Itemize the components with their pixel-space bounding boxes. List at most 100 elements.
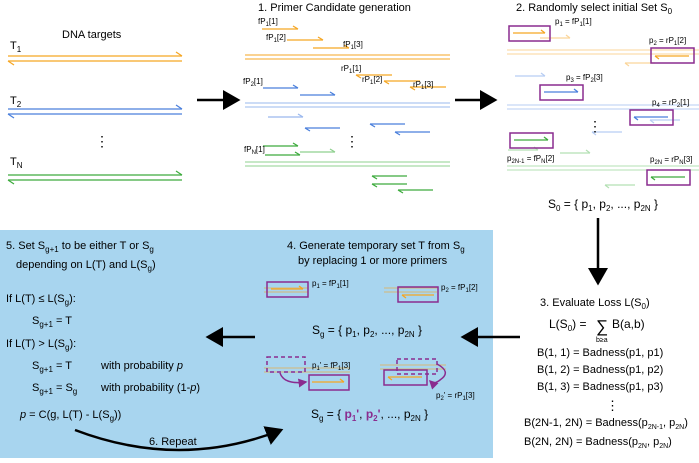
step4-new-p1-primer <box>312 378 345 383</box>
temp-set-replaced-formula: Sg = { p1', p2', ..., p2N } <box>311 407 428 423</box>
result-gt-accept-prob: with probability p <box>100 360 183 372</box>
step4-p1-box <box>266 281 309 298</box>
label-p2n-1: p2N-1 = fPN[2] <box>507 154 554 165</box>
primer-rpn-2 <box>371 183 407 188</box>
selected-p4-box <box>629 109 674 126</box>
primer-fp1-3 <box>313 44 350 49</box>
target-t2-top-arrowhead <box>175 104 183 110</box>
step2-faded-green-primer <box>560 149 591 154</box>
primer-fpn-1 <box>263 142 299 147</box>
iteration-panel <box>0 230 493 458</box>
target-tn-top-arrowhead <box>175 170 183 176</box>
label-fp1-2: fP1[2] <box>266 33 286 44</box>
primer-rp1-3 <box>409 86 446 91</box>
loss-formula: L(S0) = <box>549 317 586 333</box>
initial-set-ellipsis: ⋮ <box>588 118 602 134</box>
initial-set-section: 2. Randomly select initial Set S0 p1 = f… <box>507 2 699 213</box>
selected-p2-box <box>650 47 695 64</box>
step2-faded-orange-primer <box>624 62 655 67</box>
step4-title-line2: by replacing 1 or more primers <box>298 255 448 267</box>
badness-row-2n1: B(2N-1, 2N) = Badness(p2N-1, p2N) <box>524 417 688 431</box>
step2-faded-blue-primer <box>649 119 680 124</box>
primer-fp1-1 <box>262 25 299 30</box>
primer-rp2-2 <box>394 131 430 136</box>
selected-p2n-box <box>646 169 691 186</box>
badness-row-1: B(1, 1) = Badness(p1, p1) <box>537 347 663 359</box>
step4-label-p2-prime: p2' = rP1[3] <box>436 391 475 402</box>
evaluate-loss-section: 3. Evaluate Loss L(S0) L(S0) = ∑ b≥a B(a… <box>524 297 688 450</box>
badness-row-2: B(1, 2) = Badness(p1, p2) <box>537 364 663 376</box>
primer-rp2-3 <box>304 127 340 132</box>
label-p2n: p2N = rPN[3] <box>650 155 693 166</box>
label-p3: p3 = fP2[3] <box>566 73 603 84</box>
update-set-section: 5. Set Sg+1 to be either T or Sg dependi… <box>6 240 284 452</box>
step2-faded-blue-primer <box>591 131 622 136</box>
temp-set-formula: Sg = { p1, p2, ..., p2N } <box>312 323 422 339</box>
replace-arrow-p2 <box>428 363 446 390</box>
primer-fpn-2 <box>265 151 301 156</box>
primer-rp1-2 <box>383 80 420 85</box>
target-tn-label: TN <box>10 156 23 170</box>
primer-fp2-1 <box>263 84 299 89</box>
target-t2-label: T2 <box>10 95 22 109</box>
selected-p3-primer <box>544 88 579 93</box>
target-t2-bottom-arrowhead <box>7 113 15 119</box>
primer-fp2-3 <box>268 113 304 118</box>
label-fp2-1: fP2[1] <box>243 77 263 88</box>
label-p1: p1 = fP1[1] <box>555 17 592 28</box>
selected-p2n-1-primer <box>514 136 549 141</box>
dna-targets-title: DNA targets <box>62 29 122 41</box>
result-gt-accept: Sg+1 = T <box>32 360 72 374</box>
label-rp1-3: rP1[3] <box>413 80 433 91</box>
dna-targets-section: DNA targets T1 T2 ⋮ TN <box>7 29 183 185</box>
step2-faded-orange-primer <box>540 34 571 39</box>
label-rp1-1: rP1[1] <box>341 64 361 75</box>
step4-p2-box <box>397 286 439 303</box>
label-p2: p2 = rP1[2] <box>649 36 686 47</box>
label-rp1-2: rP1[2] <box>362 75 382 86</box>
selected-p4-primer <box>633 116 668 121</box>
step4-label-p2: p2 = fP1[2] <box>441 283 478 294</box>
target-t1-top-arrowhead <box>175 51 183 57</box>
step4-label-p1-prime: p1' = fP1[3] <box>312 361 350 372</box>
step4-p2-primer <box>401 294 434 299</box>
selected-p2-primer <box>654 55 689 60</box>
condition-le: If L(T) ≤ L(Sg): <box>6 293 76 307</box>
step2-title: 2. Randomly select initial Set S0 <box>516 2 673 16</box>
primer-rp1-1 <box>355 74 392 79</box>
step4-p1-primer <box>271 285 304 290</box>
generate-temp-set-section: 4. Generate temporary set T from Sg by r… <box>264 240 478 423</box>
badness-row-3: B(1, 3) = Badness(p1, p3) <box>537 381 663 393</box>
sum-index: b≥a <box>596 337 608 344</box>
step5-line1: 5. Set Sg+1 to be either T or Sg <box>6 240 154 254</box>
replace-arrow-p1 <box>279 372 308 388</box>
targets-ellipsis: ⋮ <box>95 133 109 149</box>
repeat-arrow <box>74 426 284 452</box>
step3-title: 3. Evaluate Loss L(S0) <box>540 297 650 311</box>
selected-p2n-1-box <box>509 132 554 149</box>
primer-candidate-section: 1. Primer Candidate generation fP <box>243 2 450 194</box>
label-fpn-1: fPN[1] <box>244 145 265 156</box>
candidates-ellipsis: ⋮ <box>345 133 359 149</box>
repeat-label: 6. Repeat <box>149 436 197 448</box>
primer-rpn-3 <box>397 189 433 194</box>
step2-faded-green-primer <box>604 184 635 189</box>
step4-new-p1-box <box>308 374 350 391</box>
primer-rp2-1 <box>369 123 405 128</box>
badness-ellipsis: ⋮ <box>606 398 619 413</box>
initial-set-formula: S0 = { p1, p2, ..., p2N } <box>548 197 658 213</box>
step4-label-p1: p1 = fP1[1] <box>312 279 349 290</box>
label-fp1-3: fP1[3] <box>343 40 363 51</box>
primer-fp2-2 <box>300 91 336 96</box>
result-gt-reject-prob: with probability (1-p) <box>100 382 200 394</box>
selected-p2n-primer <box>650 176 685 181</box>
selected-p1-primer <box>513 29 546 34</box>
step1-title: 1. Primer Candidate generation <box>258 2 411 14</box>
primer-fp1-2 <box>287 36 324 41</box>
probability-formula: p = C(g, L(T) - L(Sg)) <box>19 409 121 423</box>
step4-new-p2-primer <box>387 376 422 381</box>
target-t1-label: T1 <box>10 40 22 54</box>
sum-term: B(a,b) <box>612 317 645 331</box>
